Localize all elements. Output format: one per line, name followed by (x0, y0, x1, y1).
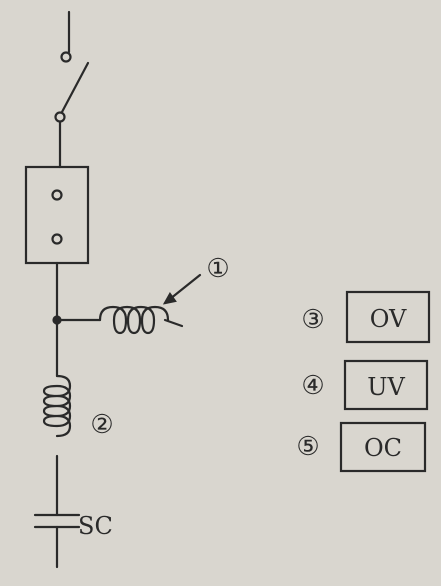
relay-code-ov: OV (370, 305, 407, 333)
capacitor-label: SC (78, 512, 113, 540)
relay-box-oc (339, 421, 427, 473)
arrow-icon (162, 273, 202, 305)
marker-2-label: ② (90, 410, 113, 440)
relay-marker-uv: ④ (301, 371, 324, 401)
relay-box-uv (343, 359, 429, 411)
relay-marker-oc: ⑤ (296, 432, 319, 462)
relay-marker-ov: ③ (301, 305, 324, 335)
disconnect-switch (54, 10, 90, 169)
marker-1-label: ① (206, 254, 229, 284)
relay-box-ov (345, 290, 431, 344)
shunt-coil (42, 374, 72, 517)
relay-code-uv: UV (367, 373, 405, 401)
series-reactor (55, 305, 184, 335)
transformer-box (24, 165, 90, 265)
relay-code-oc: OC (364, 434, 402, 462)
capacitor-symbol (33, 513, 81, 569)
